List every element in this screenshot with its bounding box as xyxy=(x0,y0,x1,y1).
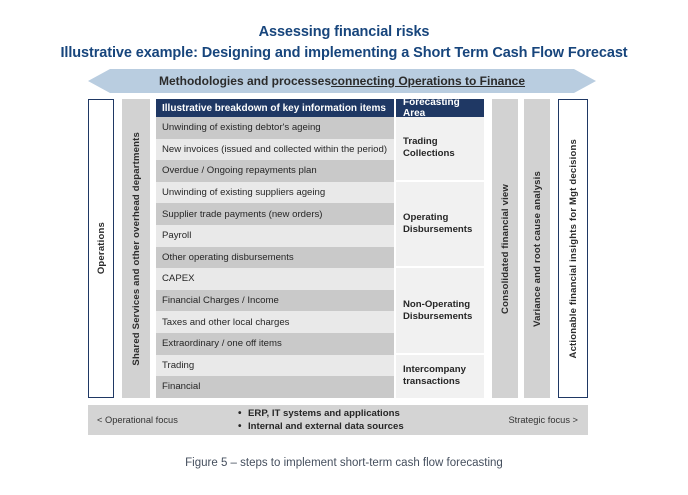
table-row[interactable]: New invoices (issued and collected withi… xyxy=(156,138,394,161)
forecasting-area-label: Trading Collections xyxy=(403,136,455,160)
forecasting-area-label: Non-Operating Disbursements xyxy=(403,298,473,322)
column-variance-root-cause[interactable]: Variance and root cause analysis xyxy=(524,99,550,398)
table-header-items: Illustrative breakdown of key informatio… xyxy=(162,102,386,114)
table-row-label: Overdue / Ongoing repayments plan xyxy=(162,165,317,177)
column-consolidated-label: Consolidated financial view xyxy=(499,183,511,314)
table-header-area: Forecasting Area xyxy=(394,97,484,119)
table-row[interactable]: Financial Charges / Income xyxy=(156,289,394,312)
table-row[interactable]: Supplier trade payments (new orders) xyxy=(156,203,394,225)
forecasting-area-cell[interactable]: Operating Disbursements xyxy=(394,181,484,269)
table-row[interactable]: CAPEX xyxy=(156,268,394,290)
bullet-item: • Internal and external data sources xyxy=(238,421,404,434)
methodologies-banner: Methodologies and processes connecting O… xyxy=(88,69,596,93)
table-row[interactable]: Payroll xyxy=(156,224,394,247)
bullet-label: ERP, IT systems and applications xyxy=(248,408,400,419)
table-row-label: Unwinding of existing suppliers ageing xyxy=(162,187,326,199)
table-row-label: CAPEX xyxy=(162,273,195,285)
column-shared-services-label: Shared Services and other overhead depar… xyxy=(130,131,142,366)
forecasting-area-cell[interactable]: Trading Collections xyxy=(394,117,484,182)
focus-bar: < Operational focus • ERP, IT systems and… xyxy=(88,405,588,435)
table-row-label: Trading xyxy=(162,359,195,371)
table-row-label: Unwinding of existing debtor's ageing xyxy=(162,122,321,134)
table-row[interactable]: Other operating disbursements xyxy=(156,246,394,269)
strategic-focus-label: Strategic focus > xyxy=(508,415,578,425)
table-row[interactable]: Trading xyxy=(156,354,394,377)
table-row[interactable]: Unwinding of existing debtor's ageing xyxy=(156,117,394,139)
column-operations-label: Operations xyxy=(95,222,107,275)
page-title-line-1: Assessing financial risks xyxy=(258,24,430,40)
table-row-label: Taxes and other local charges xyxy=(162,316,290,328)
bullet-label: Internal and external data sources xyxy=(248,420,404,432)
forecasting-area-cell[interactable]: Non-Operating Disbursements xyxy=(394,268,484,355)
figure-title-block: Assessing financial risks Illustrative e… xyxy=(0,22,688,64)
forecasting-area-label: Operating Disbursements xyxy=(403,212,473,236)
page-title-line-2: Illustrative example: Designing and impl… xyxy=(60,45,628,61)
operational-focus-label: < Operational focus xyxy=(97,415,178,425)
bullet-dot-icon: • xyxy=(238,408,242,419)
bullet-dot-icon: • xyxy=(238,420,242,432)
forecast-diagram: Operations Shared Services and other ove… xyxy=(88,97,588,398)
column-actionable-label: Actionable financial insights for Mgt de… xyxy=(567,138,579,359)
table-row[interactable]: Unwinding of existing suppliers ageing xyxy=(156,181,394,204)
table-row-label: Other operating disbursements xyxy=(162,251,294,263)
column-actionable-insights[interactable]: Actionable financial insights for Mgt de… xyxy=(558,99,588,398)
forecasting-area-cell[interactable]: Intercompany transactions xyxy=(394,354,484,398)
table-row[interactable]: Overdue / Ongoing repayments plan xyxy=(156,160,394,182)
banner-text-underlined: connecting Operations to Finance xyxy=(331,74,526,88)
table-row[interactable]: Extraordinary / one off items xyxy=(156,332,394,355)
column-consolidated-financial-view[interactable]: Consolidated financial view xyxy=(492,99,518,398)
bullet-item: • ERP, IT systems and applications xyxy=(238,408,404,421)
figure-caption: Figure 5 – steps to implement short-term… xyxy=(185,457,503,469)
column-shared-services[interactable]: Shared Services and other overhead depar… xyxy=(122,99,150,398)
table-row-label: Extraordinary / one off items xyxy=(162,338,282,350)
table-row-label: New invoices (issued and collected withi… xyxy=(162,143,388,155)
table-row-label: Payroll xyxy=(162,230,192,242)
table-row-label: Supplier trade payments (new orders) xyxy=(162,208,323,220)
column-operations[interactable]: Operations xyxy=(88,99,114,398)
information-items-table: Illustrative breakdown of key informatio… xyxy=(156,97,484,398)
table-row-label: Financial xyxy=(162,381,201,393)
banner-text-plain: Methodologies and processes xyxy=(158,74,331,88)
table-row-label: Financial Charges / Income xyxy=(162,295,279,307)
column-variance-label: Variance and root cause analysis xyxy=(531,170,543,327)
table-row[interactable]: Financial xyxy=(156,376,394,398)
systems-bullet-list: • ERP, IT systems and applications • Intern… xyxy=(238,408,404,433)
table-row[interactable]: Taxes and other local charges xyxy=(156,311,394,333)
forecasting-area-label: Intercompany transactions xyxy=(403,364,466,388)
table-header-row: Illustrative breakdown of key informatio… xyxy=(156,97,484,119)
